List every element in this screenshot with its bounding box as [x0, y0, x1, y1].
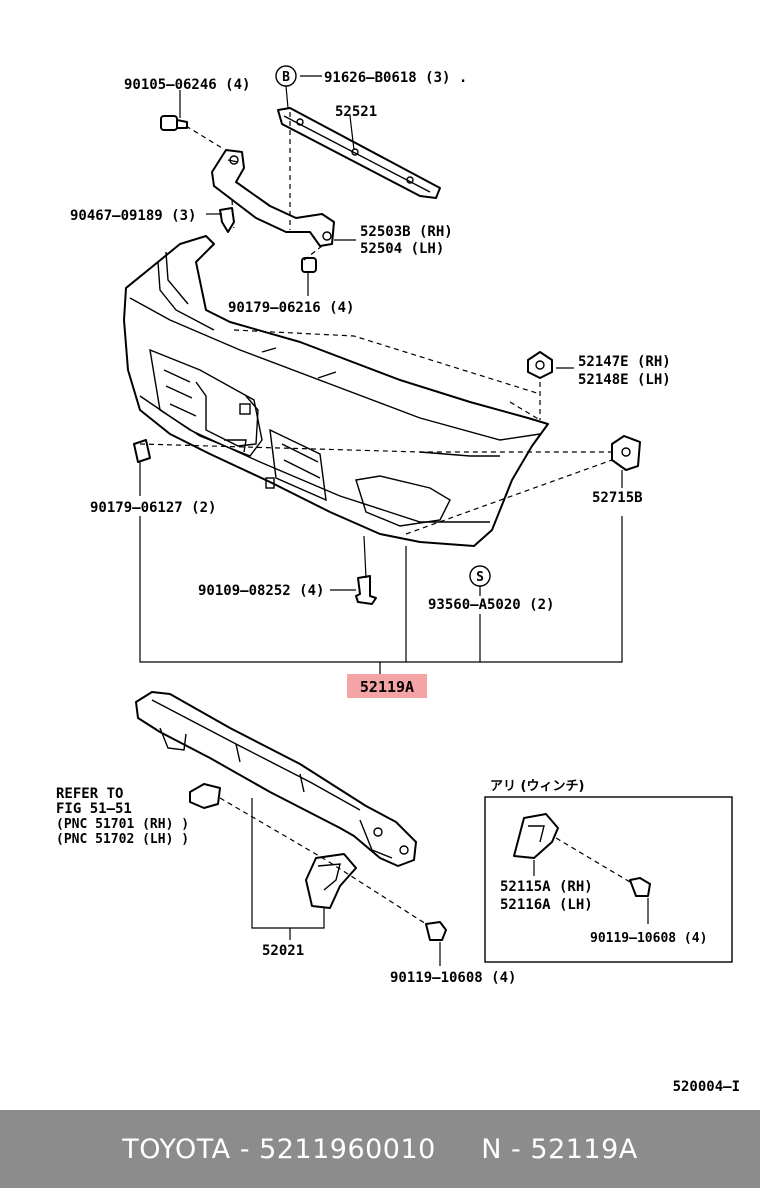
label-refer-4: (PNC 51702 (LH) ) [56, 832, 189, 847]
bracket-fig51-illustration [189, 783, 221, 809]
label-93560: 93560–A5020 (2) [428, 597, 554, 613]
parts-diagram: B S 90105–06246 (4) 91626–B0618 (3) . 52… [56, 65, 740, 1095]
circle-b-marker: B [275, 65, 297, 87]
bolt-90105-illustration [160, 115, 188, 131]
footer-pnc: N - 52119A [481, 1133, 638, 1165]
circle-s-label: S [476, 570, 484, 585]
nut-90179a-illustration [301, 257, 317, 273]
label-90467: 90467–09189 (3) [70, 208, 196, 224]
label-refer-2: FIG 51–51 [56, 801, 132, 817]
label-refer-1: REFER TO [56, 786, 123, 802]
footer-separator: - [230, 1133, 260, 1165]
part-52521-illustration [277, 107, 441, 199]
winch-option-box [484, 796, 733, 963]
bracket-52715b-illustration [611, 435, 641, 471]
label-52521: 52521 [335, 104, 377, 120]
bumper-cover-illustration [123, 235, 549, 547]
clip-90467-illustration [219, 207, 235, 233]
bolt-90119a-illustration [629, 877, 651, 897]
bracket-52021-illustration [305, 853, 357, 909]
label-90179a: 90179–06216 (4) [228, 300, 354, 316]
label-52021: 52021 [262, 943, 304, 959]
label-90119b: 90119–10608 (4) [390, 970, 516, 986]
label-52116a: 52116A (LH) [500, 897, 593, 913]
footer-part-number: 5211960010 [259, 1133, 436, 1165]
label-91626: 91626–B0618 (3) . [324, 70, 467, 86]
label-52504: 52504 (LH) [360, 241, 444, 257]
label-52119a: 52119A [360, 678, 414, 696]
highlight-box [347, 674, 427, 698]
nut-90179b-illustration [133, 439, 151, 463]
footer-bar: TOYOTA - 5211960010 N - 52119A [0, 1110, 760, 1188]
label-diagram-id: 520004–I [673, 1079, 740, 1095]
reinforcement-52021-illustration [135, 691, 417, 867]
part-52503b-illustration [211, 149, 335, 247]
label-90119a: 90119–10608 (4) [590, 931, 707, 946]
label-90109: 90109–08252 (4) [198, 583, 324, 599]
footer-brand: TOYOTA [122, 1133, 231, 1165]
bolt-90119b-illustration [425, 921, 447, 941]
label-52715b: 52715B [592, 490, 643, 506]
circle-b-label: B [282, 70, 290, 85]
label-winch-box-title: アリ (ウィンチ) [490, 779, 584, 794]
bolt-90109-illustration [355, 575, 377, 605]
leader-lines [139, 75, 649, 966]
label-52148e: 52148E (LH) [578, 372, 671, 388]
label-90179b: 90179–06127 (2) [90, 500, 216, 516]
label-52147e: 52147E (RH) [578, 354, 671, 370]
circle-s-marker: S [469, 565, 491, 587]
clip-52147e-illustration [527, 351, 553, 379]
label-refer-3: (PNC 51701 (RH) ) [56, 817, 189, 832]
bracket-52115a-illustration [513, 813, 559, 859]
label-90105: 90105–06246 (4) [124, 77, 250, 93]
footer-gap [436, 1134, 481, 1165]
label-52503b: 52503B (RH) [360, 224, 453, 240]
dashed-lines [139, 112, 631, 925]
label-52115a: 52115A (RH) [500, 879, 593, 895]
